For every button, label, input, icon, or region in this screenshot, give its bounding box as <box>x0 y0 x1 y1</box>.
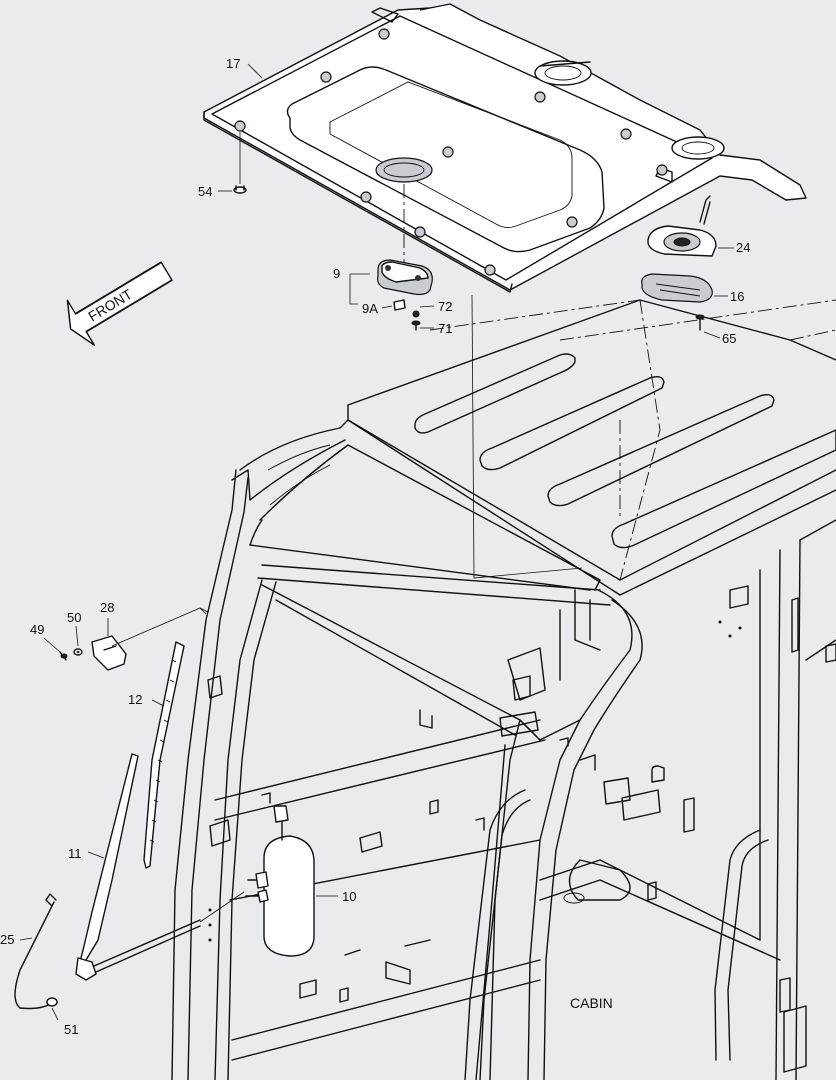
callout-11: 11 <box>68 846 82 861</box>
panel-screws <box>234 28 668 276</box>
cabin-label: CABIN <box>570 995 613 1011</box>
callout-10: 10 <box>342 889 356 904</box>
callout-49: 49 <box>30 622 44 637</box>
dome-lamp-assembly <box>349 259 435 331</box>
callout-72: 72 <box>438 299 452 314</box>
callout-65: 65 <box>722 331 736 346</box>
callout-54: 54 <box>198 184 212 199</box>
callout-51: 51 <box>64 1022 78 1037</box>
speaker-assembly <box>641 195 734 339</box>
mounting-holes <box>208 620 742 942</box>
callout-17: 17 <box>226 56 240 71</box>
cabin-frame <box>171 299 836 1080</box>
callout-labels: 17 54 9 9A 72 71 24 16 65 28 49 50 12 11… <box>0 56 750 1037</box>
headliner-panel <box>203 3 807 293</box>
callout-12: 12 <box>128 692 142 707</box>
callout-9: 9 <box>333 266 340 281</box>
part-54-clip <box>218 132 247 194</box>
callout-50: 50 <box>67 610 81 625</box>
callout-9a: 9A <box>362 301 378 316</box>
callout-28: 28 <box>100 600 114 615</box>
wiper-assembly <box>14 607 338 1021</box>
callout-25: 25 <box>0 932 14 947</box>
callout-24: 24 <box>736 240 750 255</box>
front-direction-arrow: FRONT <box>66 261 173 346</box>
callout-71: 71 <box>438 321 452 336</box>
callout-16: 16 <box>730 289 744 304</box>
